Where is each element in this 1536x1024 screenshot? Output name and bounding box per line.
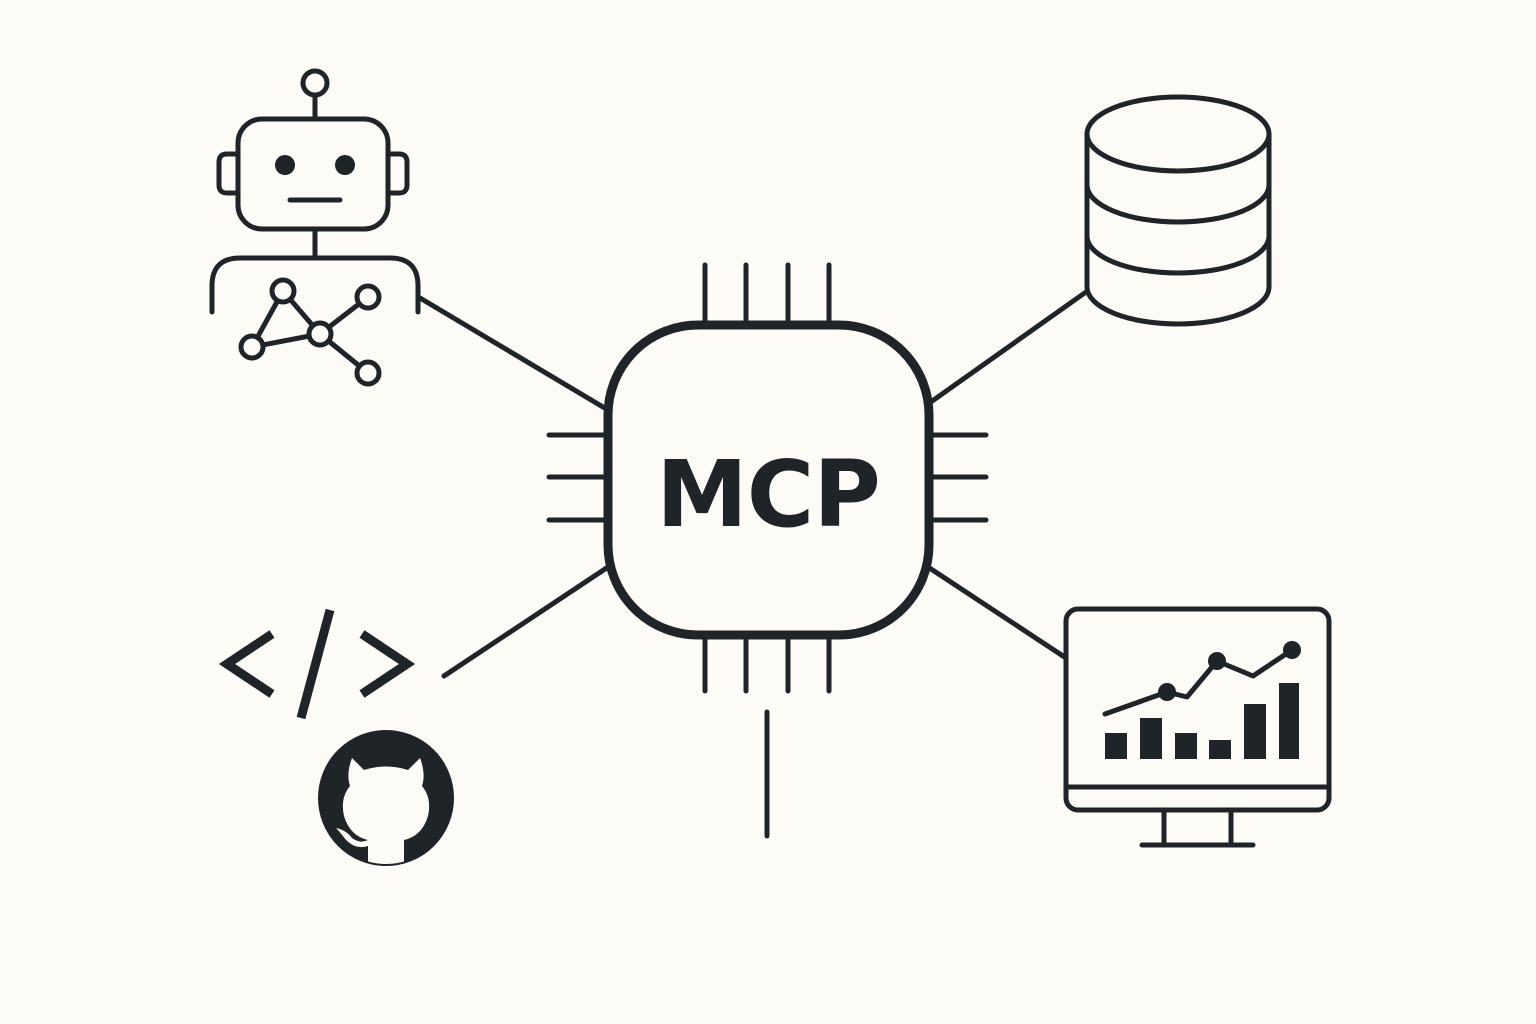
connector-database bbox=[925, 289, 1089, 407]
connector-monitor bbox=[925, 564, 1069, 661]
chip-body bbox=[603, 320, 934, 640]
code-icon bbox=[218, 608, 416, 720]
chip-label: MCP bbox=[656, 441, 880, 548]
chip-pins bbox=[546, 262, 989, 694]
mcp-chip: MCP bbox=[546, 262, 989, 694]
connector-robot bbox=[417, 295, 611, 413]
connector-code bbox=[441, 564, 611, 679]
github-icon bbox=[318, 730, 454, 866]
robot-network-icon bbox=[209, 68, 421, 387]
analytics-monitor-icon bbox=[1063, 606, 1332, 848]
connectors bbox=[417, 289, 1089, 839]
database-icon bbox=[1084, 94, 1272, 327]
monitor-bars bbox=[1105, 683, 1299, 759]
